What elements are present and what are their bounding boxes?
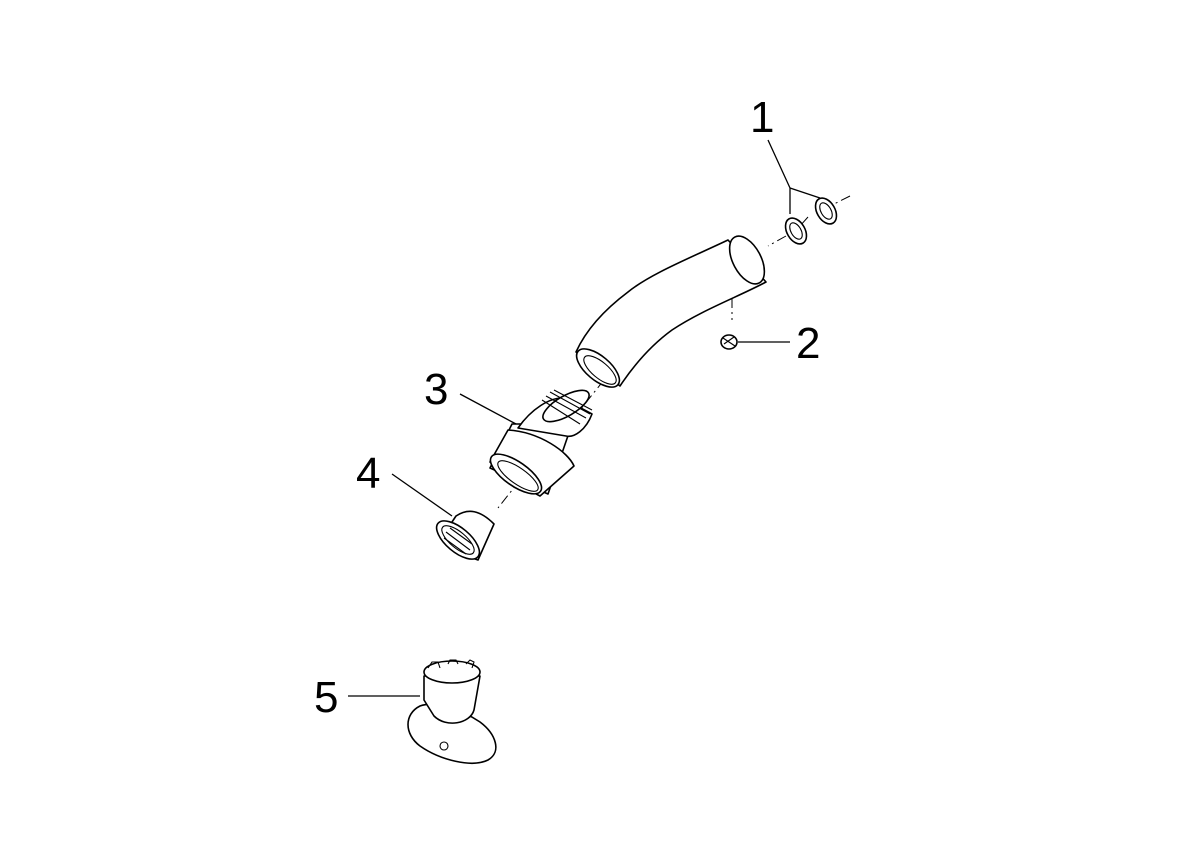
callout-label-1: 1: [750, 93, 774, 142]
callout-label-5: 5: [314, 673, 338, 722]
set-screw-icon: [720, 334, 738, 350]
callout-label-2: 2: [796, 319, 820, 368]
aerator-insert-icon: [435, 510, 495, 561]
callout-label-4: 4: [356, 449, 380, 498]
callout-label-3: 3: [424, 365, 448, 414]
o-ring-pair-icon: [784, 197, 838, 245]
aerator-key-tool-icon: [407, 659, 497, 764]
leader-lines: [348, 139, 821, 697]
threaded-adapter-icon: [489, 389, 593, 497]
spout-tube-icon: [575, 235, 767, 388]
